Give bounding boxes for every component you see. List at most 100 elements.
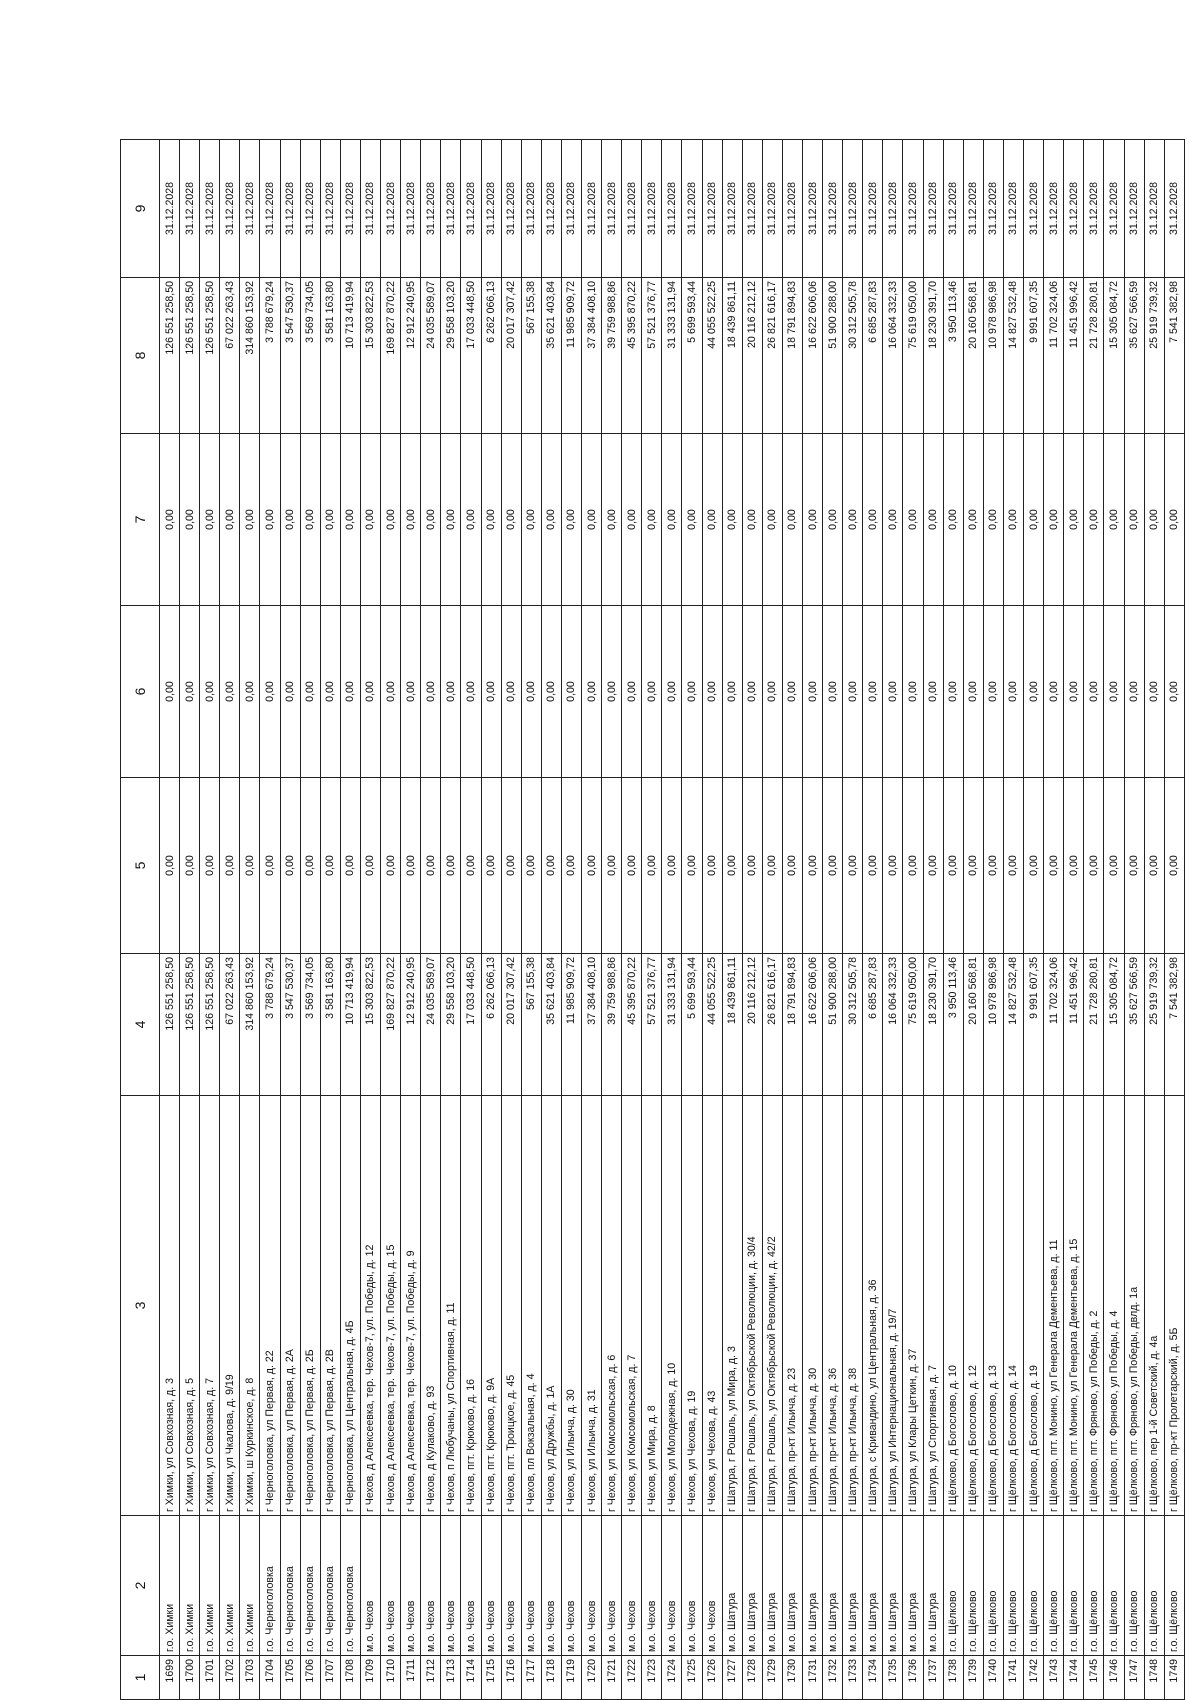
row-number-cell: 1721: [601, 1655, 622, 1700]
cost-col-8-cell: 31 333 131,94: [661, 277, 682, 434]
deadline-date-cell: 31.12.2028: [219, 139, 240, 278]
cost-col-7-cell: 0,00: [983, 433, 1004, 606]
municipality-cell: г.о. Химки: [219, 1515, 240, 1656]
cost-col-7-cell: 0,00: [1043, 433, 1064, 606]
address-cell: г Чехов, д Алексеевка, тер. Чехов-7, ул.…: [400, 1095, 421, 1516]
cost-col-5-cell: 0,00: [481, 777, 502, 954]
row-number-cell: 1724: [661, 1655, 682, 1700]
row-number-cell: 1702: [219, 1655, 240, 1700]
municipality-cell: г.о. Щёлково: [1043, 1515, 1064, 1656]
deadline-date-cell: 31.12.2028: [601, 139, 622, 278]
total-cost-cell: 75 619 050,00: [902, 953, 924, 1096]
cost-col-8-cell: 51 900 288,00: [822, 277, 843, 434]
cost-col-5-cell: 0,00: [219, 777, 240, 954]
cost-col-7-cell: 0,00: [501, 433, 522, 606]
total-cost-cell: 11 985 909,72: [561, 953, 582, 1096]
address-cell: г Щёлково, пер 1-й Советский, д. 4а: [1144, 1095, 1165, 1516]
column-header-3: 3: [120, 1095, 160, 1516]
total-cost-cell: 18 230 391,70: [923, 953, 944, 1096]
cost-col-5-cell: 0,00: [943, 777, 964, 954]
deadline-date-cell: 31.12.2028: [802, 139, 823, 278]
total-cost-cell: 3 950 113,46: [943, 953, 964, 1096]
deadline-date-cell: 31.12.2028: [561, 139, 582, 278]
cost-col-6-cell: 0,00: [882, 605, 903, 778]
cost-col-8-cell: 11 702 324,06: [1043, 277, 1064, 434]
municipality-cell: м.о. Шатура: [822, 1515, 843, 1656]
cost-col-6-cell: 0,00: [400, 605, 421, 778]
cost-col-7-cell: 0,00: [1063, 433, 1084, 606]
cost-col-7-cell: 0,00: [481, 433, 502, 606]
municipality-cell: м.о. Чехов: [481, 1515, 502, 1656]
deadline-date-cell: 31.12.2028: [360, 139, 381, 278]
cost-col-8-cell: 3 581 163,80: [320, 277, 341, 434]
deadline-date-cell: 31.12.2028: [420, 139, 441, 278]
column-header-4: 4: [120, 953, 160, 1096]
deadline-date-cell: 31.12.2028: [199, 139, 220, 278]
cost-col-8-cell: 9 991 607,35: [1023, 277, 1044, 434]
total-cost-cell: 567 155,38: [521, 953, 542, 1096]
municipality-cell: м.о. Шатура: [782, 1515, 803, 1656]
cost-col-8-cell: 26 821 616,17: [762, 277, 783, 434]
total-cost-cell: 30 312 505,78: [842, 953, 863, 1096]
column-header-8: 8: [120, 277, 160, 434]
cost-col-6-cell: 0,00: [541, 605, 562, 778]
total-cost-cell: 29 558 103,20: [440, 953, 461, 1096]
total-cost-cell: 15 305 084,72: [1103, 953, 1124, 1096]
total-cost-cell: 45 395 870,22: [621, 953, 642, 1096]
cost-col-8-cell: 45 395 870,22: [621, 277, 642, 434]
address-cell: г Чехов, ул Мира, д. 8: [641, 1095, 662, 1516]
cost-col-7-cell: 0,00: [259, 433, 281, 606]
deadline-date-cell: 31.12.2028: [681, 139, 703, 278]
municipality-cell: г.о. Щёлково: [1164, 1515, 1185, 1656]
cost-col-7-cell: 0,00: [842, 433, 863, 606]
cost-col-8-cell: 5 699 593,44: [681, 277, 703, 434]
row-number-cell: 1733: [842, 1655, 863, 1700]
address-cell: г Черноголовка, ул Первая, д. 2В: [320, 1095, 341, 1516]
cost-col-6-cell: 0,00: [1124, 605, 1145, 778]
municipality-cell: м.о. Чехов: [702, 1515, 723, 1656]
deadline-date-cell: 31.12.2028: [762, 139, 783, 278]
row-number-cell: 1723: [641, 1655, 662, 1700]
cost-col-7-cell: 0,00: [601, 433, 622, 606]
deadline-date-cell: 31.12.2028: [259, 139, 281, 278]
column-header-6: 6: [120, 605, 160, 778]
cost-col-8-cell: 169 827 870,22: [380, 277, 401, 434]
total-cost-cell: 20 160 568,81: [963, 953, 984, 1096]
municipality-cell: м.о. Чехов: [460, 1515, 481, 1656]
municipality-cell: г.о. Химки: [239, 1515, 260, 1656]
cost-col-7-cell: 0,00: [280, 433, 301, 606]
address-cell: г Чехов, д Алексеевка, тер. Чехов-7, ул.…: [360, 1095, 381, 1516]
address-cell: г Химки, ул Совхозная, д. 7: [199, 1095, 220, 1516]
total-cost-cell: 67 022 263,43: [219, 953, 240, 1096]
municipality-cell: г.о. Черноголовка: [300, 1515, 321, 1656]
municipality-cell: г.о. Щёлково: [943, 1515, 964, 1656]
address-cell: г Чехов, ул Молодежная, д. 10: [661, 1095, 682, 1516]
municipality-cell: м.о. Шатура: [862, 1515, 883, 1656]
cost-col-5-cell: 0,00: [963, 777, 984, 954]
total-cost-cell: 126 551 258,50: [159, 953, 180, 1096]
deadline-date-cell: 31.12.2028: [340, 139, 361, 278]
cost-col-6-cell: 0,00: [581, 605, 602, 778]
municipality-cell: м.о. Шатура: [902, 1515, 924, 1656]
cost-col-6-cell: 0,00: [380, 605, 401, 778]
row-number-cell: 1747: [1124, 1655, 1145, 1700]
cost-col-5-cell: 0,00: [561, 777, 582, 954]
address-cell: г Шатура, ул Интернациональная, д. 19/7: [882, 1095, 903, 1516]
cost-col-8-cell: 44 055 522,25: [702, 277, 723, 434]
municipality-cell: г.о. Щёлково: [963, 1515, 984, 1656]
municipality-cell: м.о. Чехов: [501, 1515, 522, 1656]
deadline-date-cell: 31.12.2028: [943, 139, 964, 278]
address-cell: г Щёлково, д Богослово, д. 19: [1023, 1095, 1044, 1516]
cost-col-5-cell: 0,00: [862, 777, 883, 954]
total-cost-cell: 314 860 153,92: [239, 953, 260, 1096]
cost-col-8-cell: 35 627 566,59: [1124, 277, 1145, 434]
